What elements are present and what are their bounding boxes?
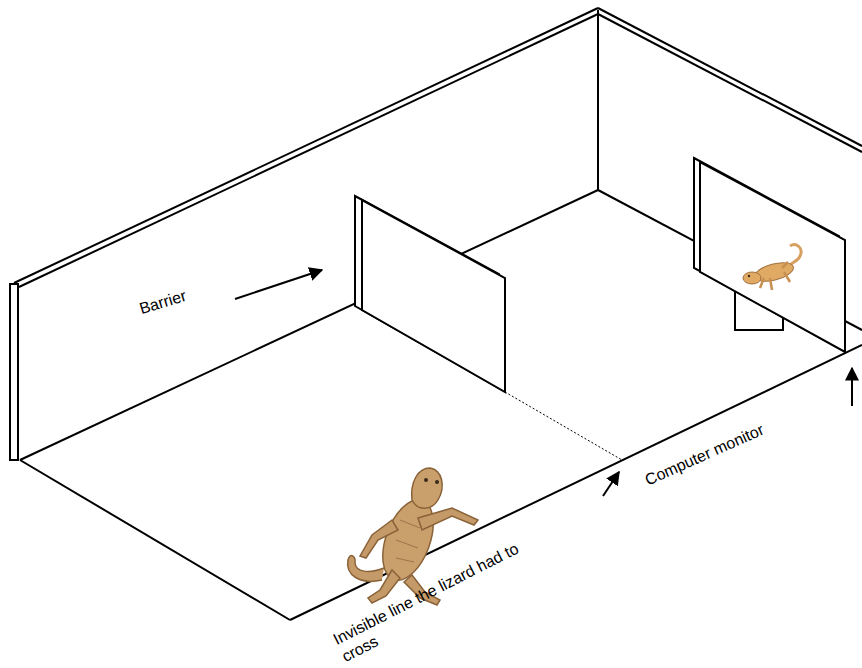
pointer-arrow <box>235 270 322 299</box>
lizard-on-screen <box>743 245 801 290</box>
pointer-arrow <box>851 368 853 406</box>
annotation-label: Computer monitor <box>642 403 805 490</box>
pointer-arrow <box>603 472 619 496</box>
wall-top <box>19 14 598 287</box>
annotation-label: Barrier <box>137 274 229 318</box>
monitor-panel <box>700 162 845 352</box>
barrier-panel <box>362 200 505 392</box>
wall-top <box>598 14 862 152</box>
annotation-label: Invisible line the lizard had to cross <box>330 521 566 666</box>
wall-base <box>20 190 598 460</box>
invisible-line <box>505 392 622 460</box>
wall-corner <box>597 10 599 190</box>
wall-top <box>14 8 598 283</box>
wall-top <box>598 8 862 146</box>
floor-edge <box>20 460 290 620</box>
wall-edge <box>10 284 18 460</box>
floor-edge <box>290 345 862 620</box>
